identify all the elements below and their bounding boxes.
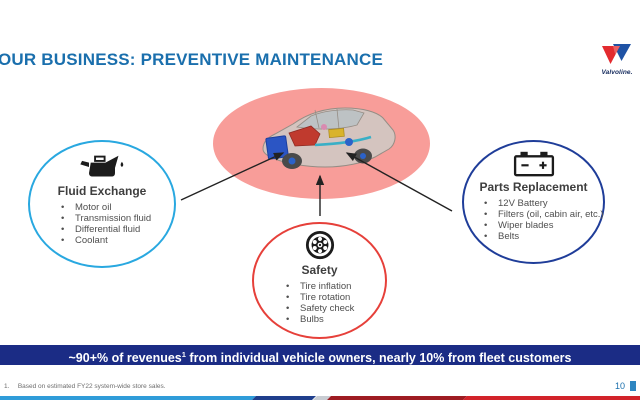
banner-text-continued: from individual vehicle owners, nearly 1…: [185, 351, 572, 366]
car-cutaway-image: [262, 107, 396, 169]
circle-title: Fluid Exchange: [57, 184, 147, 198]
footnote-text: Based on estimated FY22 system-wide stor…: [17, 383, 166, 390]
battery-icon: [513, 151, 554, 177]
valvoline-logo: Valvoline.: [597, 43, 637, 76]
list-item: Tire inflation: [254, 281, 385, 292]
list-item: 12V Battery: [464, 198, 603, 209]
brand-stripe-navy: [252, 396, 316, 400]
circle-title: Safety: [301, 263, 338, 277]
list-item: Bulbs: [254, 314, 385, 325]
list-item: Wiper blades: [464, 220, 603, 231]
brand-stripe-silver: [313, 396, 331, 400]
valvoline-v-mark: [602, 44, 631, 64]
banner-text: ~90+% of revenues: [68, 351, 182, 366]
oil-can-icon: [80, 155, 124, 177]
list-item: Belts: [464, 231, 603, 242]
banner-footnote-ref: 1: [181, 350, 186, 359]
circle-title: Parts Replacement: [479, 180, 588, 194]
brand-stripe-darkred: [327, 396, 467, 400]
footnote: 1. Based on estimated FY22 system-wide s…: [4, 383, 166, 390]
list-item: Coolant: [30, 235, 174, 246]
list-item: Differential fluid: [30, 224, 174, 235]
revenue-banner: ~90+% of revenues1 from individual vehic…: [0, 345, 640, 365]
parts-replacement-list: 12V Battery Filters (oil, cabin air, etc…: [464, 198, 604, 242]
circle-fluid-exchange: Fluid Exchange Motor oil Transmission fl…: [28, 140, 176, 268]
circle-safety: Safety Tire inflation Tire rotation Safe…: [252, 222, 387, 339]
wheel-icon: [305, 230, 334, 260]
circle-parts-replacement: Parts Replacement 12V Battery Filters (o…: [462, 140, 605, 264]
list-item: Filters (oil, cabin air, etc.): [464, 209, 604, 220]
safety-list: Tire inflation Tire rotation Safety chec…: [254, 281, 385, 325]
page-title: OUR BUSINESS: PREVENTIVE MAINTENANCE: [0, 50, 384, 69]
page-number: 10: [615, 381, 626, 391]
brand-stripe-cyan: [0, 396, 256, 400]
valvoline-wordmark: Valvoline.: [601, 69, 633, 76]
page-number-tab: [630, 381, 636, 391]
list-item: Transmission fluid: [30, 213, 174, 224]
list-item: Motor oil: [30, 202, 174, 213]
fluid-exchange-list: Motor oil Transmission fluid Differentia…: [30, 202, 174, 246]
list-item: Tire rotation: [254, 292, 385, 303]
footnote-number: 1.: [4, 383, 10, 390]
list-item: Safety check: [254, 303, 385, 314]
brand-stripe-red: [463, 396, 640, 400]
